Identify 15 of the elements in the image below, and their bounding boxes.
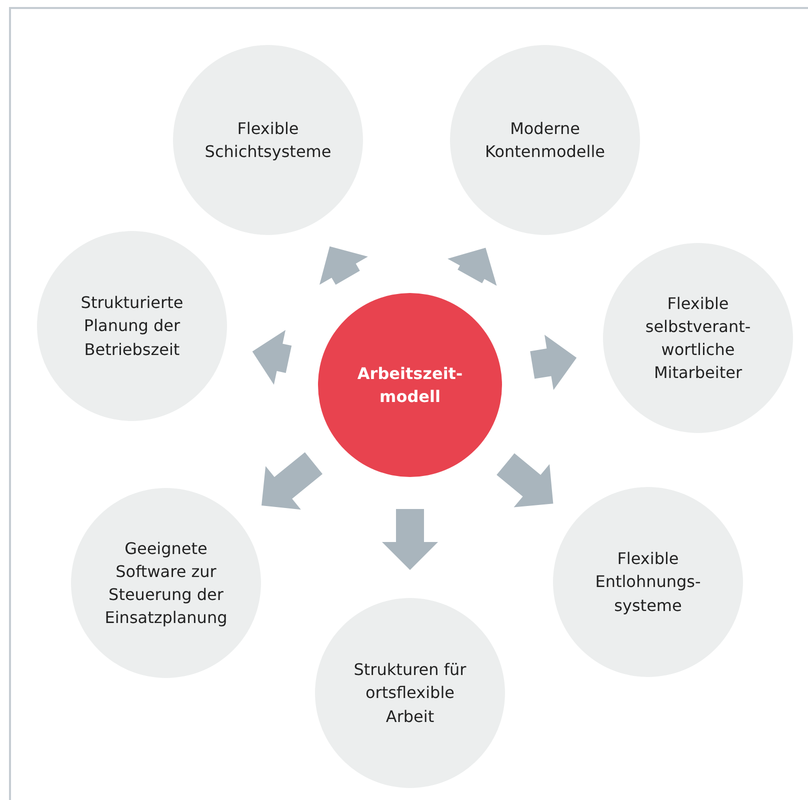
circle-label: Moderne Kontenmodelle [484,118,606,163]
circle-label: Flexible selbstverant-wortliche Mitarbeiter [644,292,752,384]
block-arrow [496,453,554,508]
block-arrow [382,509,438,570]
block-arrow [320,246,368,285]
circle-label: Geeignete Software zur Steuerung der Einsatzplanung [104,538,228,630]
circle-label: Strukturierte Planung der Betriebszeit [80,292,184,361]
circle-label: Flexible Entlohnungs-systeme [594,548,702,617]
block-arrow [448,248,497,286]
block-arrow [530,334,577,390]
block-arrow [252,330,292,385]
circle-label: Flexible Schichtsysteme [204,118,332,163]
circle-label: Strukturen für ortsflexible Arbeit [352,659,468,728]
block-arrow [262,452,322,510]
circle-label: Arbeitszeit-modell [356,362,464,408]
